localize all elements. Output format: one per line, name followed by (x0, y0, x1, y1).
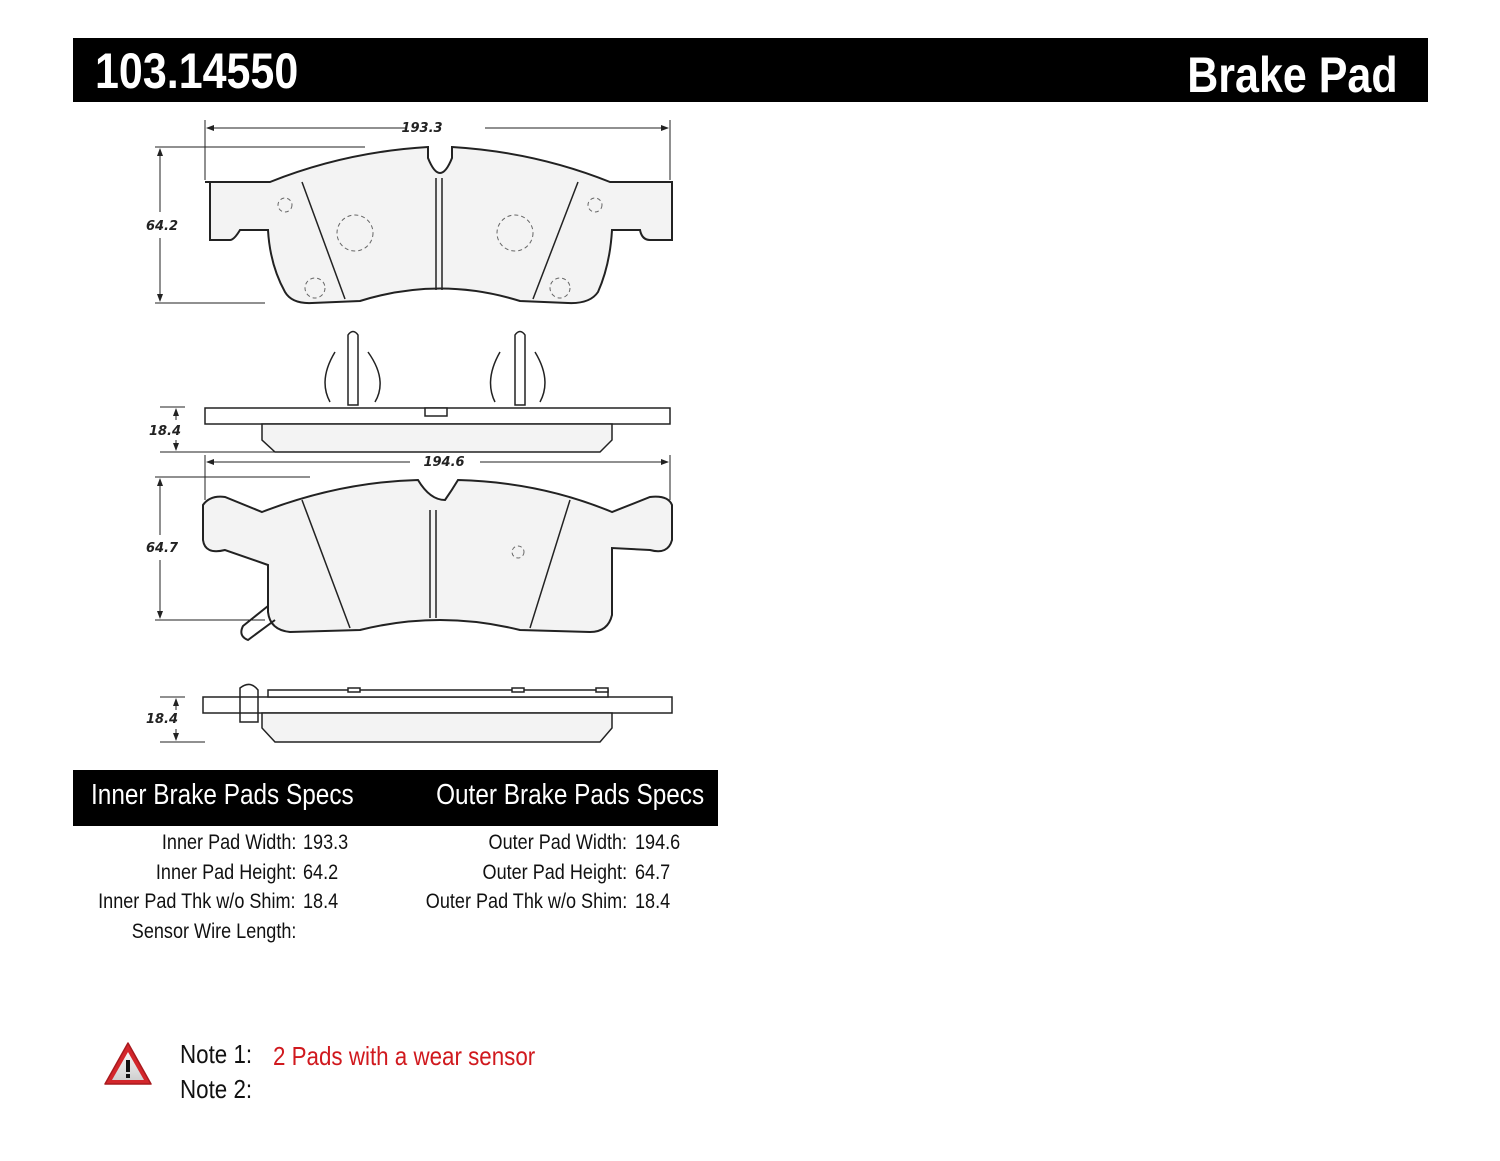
spec-value: 18.4 (635, 890, 671, 913)
product-type: Brake Pad (1187, 47, 1398, 103)
spec-label: Inner Pad Thk w/o Shim: (98, 890, 296, 913)
spec-label: Inner Pad Height: (155, 861, 296, 884)
inner-pad-side (204, 330, 671, 453)
spec-value: 194.6 (635, 831, 681, 854)
inner-pad-front (205, 145, 673, 305)
dim-outer-height: 64.7 (146, 541, 179, 556)
spec-value: 64.7 (635, 861, 671, 884)
brake-pad-diagram: 193.3 64.2 18.4 194.6 64.7 (146, 120, 673, 743)
outer-specs-title: Outer Brake Pads Specs (435, 779, 704, 811)
dim-outer-width: 194.6 (423, 455, 464, 470)
note1-label: Note 1: (180, 1039, 253, 1069)
spec-value: 18.4 (303, 890, 339, 913)
spec-value: 193.3 (303, 831, 349, 854)
part-number: 103.14550 (95, 43, 299, 99)
dim-outer-thk: 18.4 (146, 712, 178, 727)
spec-label: Inner Pad Width: (161, 831, 296, 854)
dim-inner-height: 64.2 (146, 219, 178, 234)
warning-triangle-icon (104, 1042, 152, 1085)
spec-label: Outer Pad Thk w/o Shim: (425, 890, 627, 913)
spec-value: 64.2 (303, 861, 339, 884)
dim-inner-width: 193.3 (401, 121, 442, 136)
spec-label: Outer Pad Height: (482, 861, 627, 884)
inner-specs-title: Inner Brake Pads Specs (91, 779, 354, 811)
spec-label: Outer Pad Width: (488, 831, 627, 854)
title-bar: 103.14550 Brake Pad (73, 38, 1428, 103)
outer-pad-front (202, 478, 673, 642)
note2-label: Note 2: (180, 1074, 253, 1104)
spec-label: Sensor Wire Length: (131, 920, 296, 943)
dim-inner-thk: 18.4 (149, 424, 181, 439)
outer-pad-side (202, 683, 673, 743)
note1-text: 2 Pads with a wear sensor (273, 1041, 536, 1071)
specs-header-bar: Inner Brake Pads Specs Outer Brake Pads … (73, 770, 718, 826)
